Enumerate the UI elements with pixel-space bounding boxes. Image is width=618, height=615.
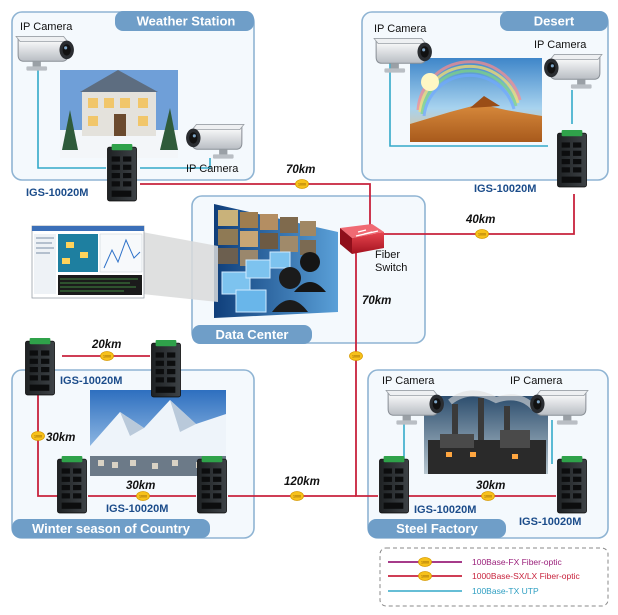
panel-title-data-center: Data Center <box>216 327 289 342</box>
desert-photo <box>410 58 542 142</box>
switch-model-label: IGS-10020M <box>60 375 122 387</box>
legend: 100Base-FX Fiber-optic 1000Base-SX/LX Fi… <box>379 547 609 607</box>
distance-label: 30km <box>126 480 155 492</box>
cables <box>37 60 575 497</box>
panel-title-steel-factory: Steel Factory <box>396 521 478 536</box>
switch-model-label: IGS-10020M <box>519 516 581 528</box>
ip-camera-label: IP Camera <box>20 21 73 33</box>
fiber-switch-icon <box>340 224 384 254</box>
switch-model-label: IGS-10020M <box>26 187 88 199</box>
fiber-connector-icon <box>349 351 363 361</box>
fiber-connector-icon <box>136 491 150 501</box>
fiber-connector-icon <box>481 491 495 501</box>
distance-label: 30km <box>46 432 75 444</box>
data-center-photo <box>214 204 338 318</box>
industrial-switch-icon <box>556 130 588 188</box>
distance-label: 40km <box>465 214 495 226</box>
switch-model-label: IGS-10020M <box>474 183 536 195</box>
fiber-connector-icon <box>100 351 114 361</box>
fiber-connector-icon <box>31 431 45 441</box>
legend-tx: 100Base-TX UTP <box>472 586 539 596</box>
fiber-connector-icon <box>418 557 432 567</box>
ip-camera-label: IP Camera <box>382 375 435 387</box>
steel-factory-photo <box>424 390 548 474</box>
weather-station-photo <box>60 70 178 158</box>
switch-model-label: IGS-10020M <box>414 504 476 516</box>
industrial-switch-icon <box>556 456 588 514</box>
legend-sx-lx: 1000Base-SX/LX Fiber-optic <box>472 571 580 581</box>
legend-fx: 100Base-FX Fiber-optic <box>472 557 563 567</box>
fiber-switch-label: Switch <box>375 262 407 274</box>
industrial-switch-icon <box>150 340 182 398</box>
labels: IP Camera IP Camera IP Camera IP Camera … <box>20 21 587 528</box>
distance-label: 120km <box>284 476 320 488</box>
ip-camera-label: IP Camera <box>534 39 587 51</box>
distance-label: 20km <box>91 339 121 351</box>
ip-camera-label: IP Camera <box>186 163 239 175</box>
panel-title-winter: Winter season of Country <box>32 521 191 536</box>
panel-title-weather-station: Weather Station <box>137 14 236 29</box>
distance-label: 30km <box>476 480 505 492</box>
fiber-connector-icon <box>290 491 304 501</box>
industrial-switch-icon <box>378 456 410 514</box>
fiber-connector-icon <box>295 179 309 189</box>
monitoring-screenshot <box>31 225 218 302</box>
industrial-switch-icon <box>196 456 228 514</box>
industrial-switch-icon <box>106 144 138 202</box>
distance-label: 70km <box>286 164 315 176</box>
fiber-switch-label: Fiber <box>375 249 400 261</box>
industrial-switch-icon <box>56 456 88 514</box>
ip-camera-label: IP Camera <box>374 23 427 35</box>
fiber-connector-icon <box>475 229 489 239</box>
switch-model-label: IGS-10020M <box>106 503 168 515</box>
panel-title-desert: Desert <box>534 14 575 29</box>
distance-label: 70km <box>362 295 391 307</box>
fiber-connector-icon <box>418 571 432 581</box>
ip-camera-label: IP Camera <box>510 375 563 387</box>
industrial-switch-icon <box>24 338 56 396</box>
